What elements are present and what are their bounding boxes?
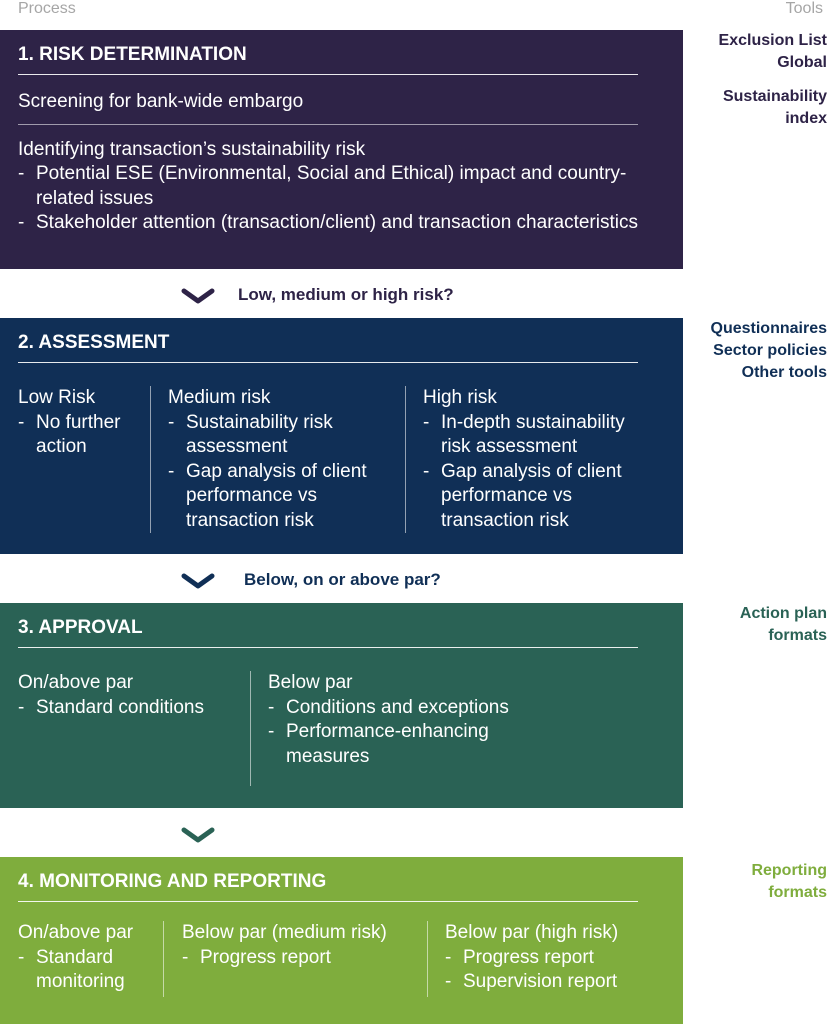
tool-item: Other tools [741,364,827,381]
process-header: Process [18,0,76,17]
column-bullet: Standard monitoring [18,946,168,995]
column-heading: Below par (high risk) [445,922,619,943]
connector-2-label: Below, on or above par? [244,570,441,589]
connector-3 [0,822,683,850]
step-2-title: 2. ASSESSMENT [18,332,638,363]
tool-item: Reporting formats [751,862,827,901]
tool-item: Exclusion List Global [718,32,827,71]
tools-step-2: Questionnaires Sector policies Other too… [687,318,827,384]
column-bullet: Standard conditions [18,696,244,721]
step-4-title: 4. MONITORING AND REPORTING [18,871,638,902]
step-4-below-par-high-column: Below par (high risk) Progress report Su… [445,921,677,995]
tools-header: Tools [785,0,823,17]
step-4-below-par-medium-column: Below par (medium risk) Progress report [182,921,422,970]
tool-item: Action plan formats [739,605,827,644]
tools-step-1: Exclusion List Global Sustainability ind… [697,30,827,142]
tool-item: Sustainability index [722,88,827,127]
step-1-risk-determination: 1. RISK DETERMINATION Screening for bank… [0,30,683,269]
chevron-down-icon [181,573,215,589]
column-separator [163,921,164,997]
tools-step-4: Reporting formats [727,860,827,916]
step-1-bullet: Potential ESE (Environmental, Social and… [18,162,638,211]
column-bullet: In-depth sustainability risk assessment [423,411,655,460]
connector-1: Low, medium or high risk? [0,283,683,311]
column-separator [250,671,251,786]
step-2-medium-risk-column: Medium risk Sustainability risk assessme… [168,386,396,533]
step-1-bullets: Potential ESE (Environmental, Social and… [18,162,638,236]
column-bullet: Sustainability risk assessment [168,411,396,460]
step-2-low-risk-column: Low Risk No further action [18,386,142,460]
column-separator [405,386,406,533]
column-bullet: Conditions and exceptions [268,696,528,721]
column-heading: Below par (medium risk) [182,922,387,943]
step-1-divider [18,124,638,125]
column-heading: High risk [423,387,497,408]
column-heading: Medium risk [168,387,271,408]
column-bullet: Gap analysis of client performance vs tr… [168,460,396,534]
column-bullet: Progress report [445,946,677,971]
column-bullet: Supervision report [445,970,677,995]
step-3-below-par-column: Below par Conditions and exceptions Perf… [268,671,528,769]
step-2-assessment: 2. ASSESSMENT Low Risk No further action… [0,318,683,554]
column-heading: On/above par [18,922,134,943]
step-3-approval: 3. APPROVAL On/above par Standard condit… [0,603,683,808]
connector-2: Below, on or above par? [0,568,683,596]
column-heading: Below par [268,672,353,693]
connector-1-label: Low, medium or high risk? [238,285,454,304]
chevron-down-icon [181,288,215,304]
step-3-on-above-par-column: On/above par Standard conditions [18,671,244,720]
step-4-on-above-par-column: On/above par Standard monitoring [18,921,168,995]
column-separator [150,386,151,533]
step-4-monitoring-reporting: 4. MONITORING AND REPORTING On/above par… [0,857,683,1024]
column-separator [427,921,428,997]
column-bullet: Performance-enhancing measures [268,720,528,769]
tools-step-3: Action plan formats [717,603,827,659]
tool-item: Sector policies [713,342,827,359]
chevron-down-icon [181,827,215,843]
tool-item: Questionnaires [710,320,827,337]
step-3-title: 3. APPROVAL [18,617,638,648]
column-bullet: Progress report [182,946,422,971]
step-1-title: 1. RISK DETERMINATION [18,44,638,75]
step-2-high-risk-column: High risk In-depth sustainability risk a… [423,386,655,533]
column-bullet: No further action [18,411,142,460]
step-1-identify: Identifying transaction’s sustainability… [18,139,366,160]
step-1-bullet: Stakeholder attention (transaction/clien… [18,211,638,236]
column-heading: Low Risk [18,387,96,408]
column-bullet: Gap analysis of client performance vs tr… [423,460,655,534]
column-heading: On/above par [18,672,134,693]
step-1-screening: Screening for bank-wide embargo [18,91,304,112]
